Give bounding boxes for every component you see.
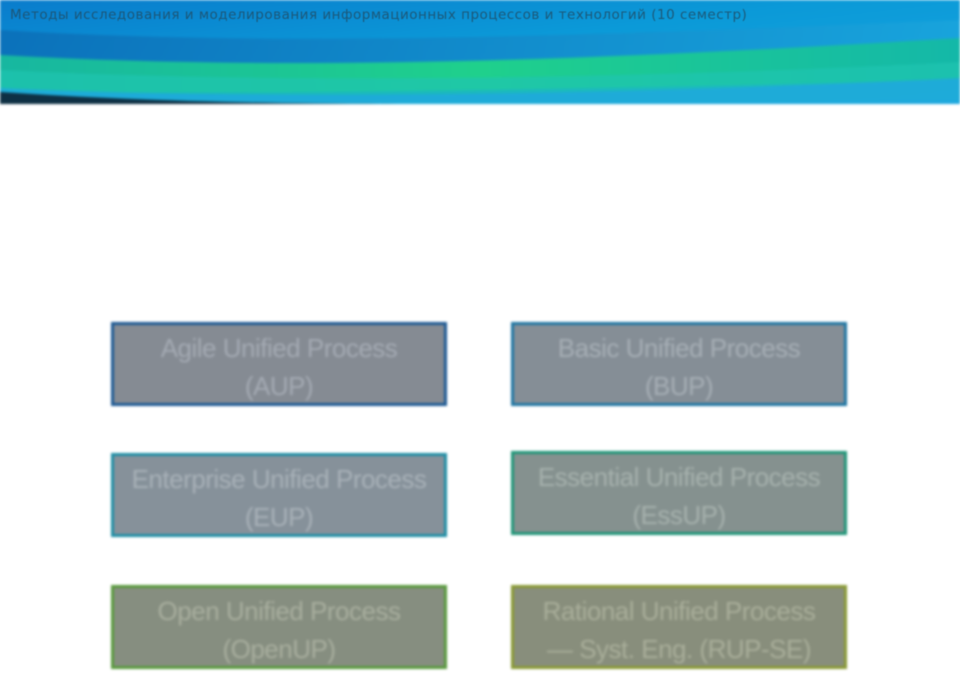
process-box-label: Enterprise Unified Process (EUP) [132,460,427,536]
process-abbreviation: (EUP) [244,502,314,532]
process-box-label: Agile Unified Process (AUP) [161,329,398,405]
slide-header-title: Методы исследования и моделирования инфо… [10,7,748,23]
process-box-label: Basic Unified Process (BUP) [557,329,801,405]
process-box-essup: Essential Unified Process (EssUP) [511,451,847,535]
process-abbreviation: — Syst. Eng. (RUP-SE) [546,634,812,664]
process-abbreviation: (EssUP) [632,500,726,530]
process-box-aup: Agile Unified Process (AUP) [111,322,447,406]
process-name: Enterprise Unified Process [131,464,427,494]
process-box-openup: Open Unified Process (OpenUP) [111,585,447,669]
process-abbreviation: (BUP) [644,371,714,401]
process-name: Essential Unified Process [537,462,821,492]
process-name: Basic Unified Process [557,333,801,363]
process-box-bup: Basic Unified Process (BUP) [511,322,847,406]
process-box-label: Open Unified Process (OpenUP) [158,592,401,668]
process-abbreviation: (AUP) [244,371,314,401]
process-box-eup: Enterprise Unified Process (EUP) [111,453,447,537]
process-name: Open Unified Process [157,596,401,626]
process-box-label: Rational Unified Process — Syst. Eng. (R… [543,592,816,668]
process-box-label: Essential Unified Process (EssUP) [537,458,821,534]
header-wave-graphic [0,0,960,110]
process-name: Rational Unified Process [542,596,816,626]
process-abbreviation: (OpenUP) [222,634,336,664]
process-box-rup-se: Rational Unified Process — Syst. Eng. (R… [511,585,847,669]
slide-header-banner: Методы исследования и моделирования инфо… [0,0,960,110]
process-name: Agile Unified Process [160,333,398,363]
